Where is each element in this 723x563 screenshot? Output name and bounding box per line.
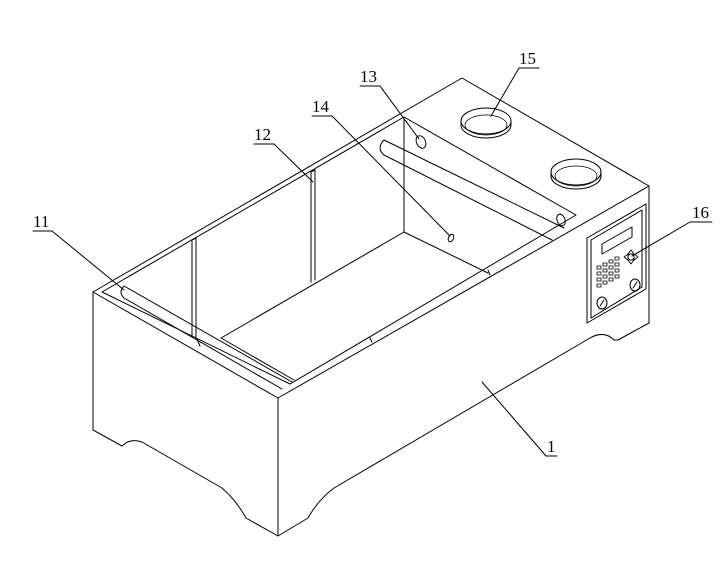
control-panel (586, 203, 647, 324)
callout-labels: 11 12 13 14 15 16 1 (33, 49, 709, 456)
keypad (596, 256, 620, 288)
tank-opening (101, 116, 577, 385)
back-heating-tube (379, 139, 566, 241)
knob-left (596, 296, 608, 310)
callout-12: 12 (254, 125, 271, 144)
partition-plate-left (191, 237, 197, 339)
callout-15: 15 (519, 49, 536, 68)
round-opening-front (460, 107, 512, 139)
front-heating-tube (120, 269, 491, 390)
water-inlet-hole (415, 135, 427, 149)
direction-pad (623, 249, 639, 265)
callout-16: 16 (692, 203, 709, 222)
callout-11: 11 (33, 212, 49, 231)
leader-lines (32, 67, 713, 457)
knob-right (629, 278, 641, 292)
callout-1: 1 (547, 437, 556, 456)
callout-14: 14 (312, 97, 330, 116)
callout-13: 13 (360, 67, 377, 86)
partition-plate-right (310, 169, 316, 283)
round-opening-rear (550, 158, 602, 190)
housing-body (92, 77, 650, 537)
sensor-nozzle (447, 233, 455, 243)
display-window (601, 226, 633, 255)
